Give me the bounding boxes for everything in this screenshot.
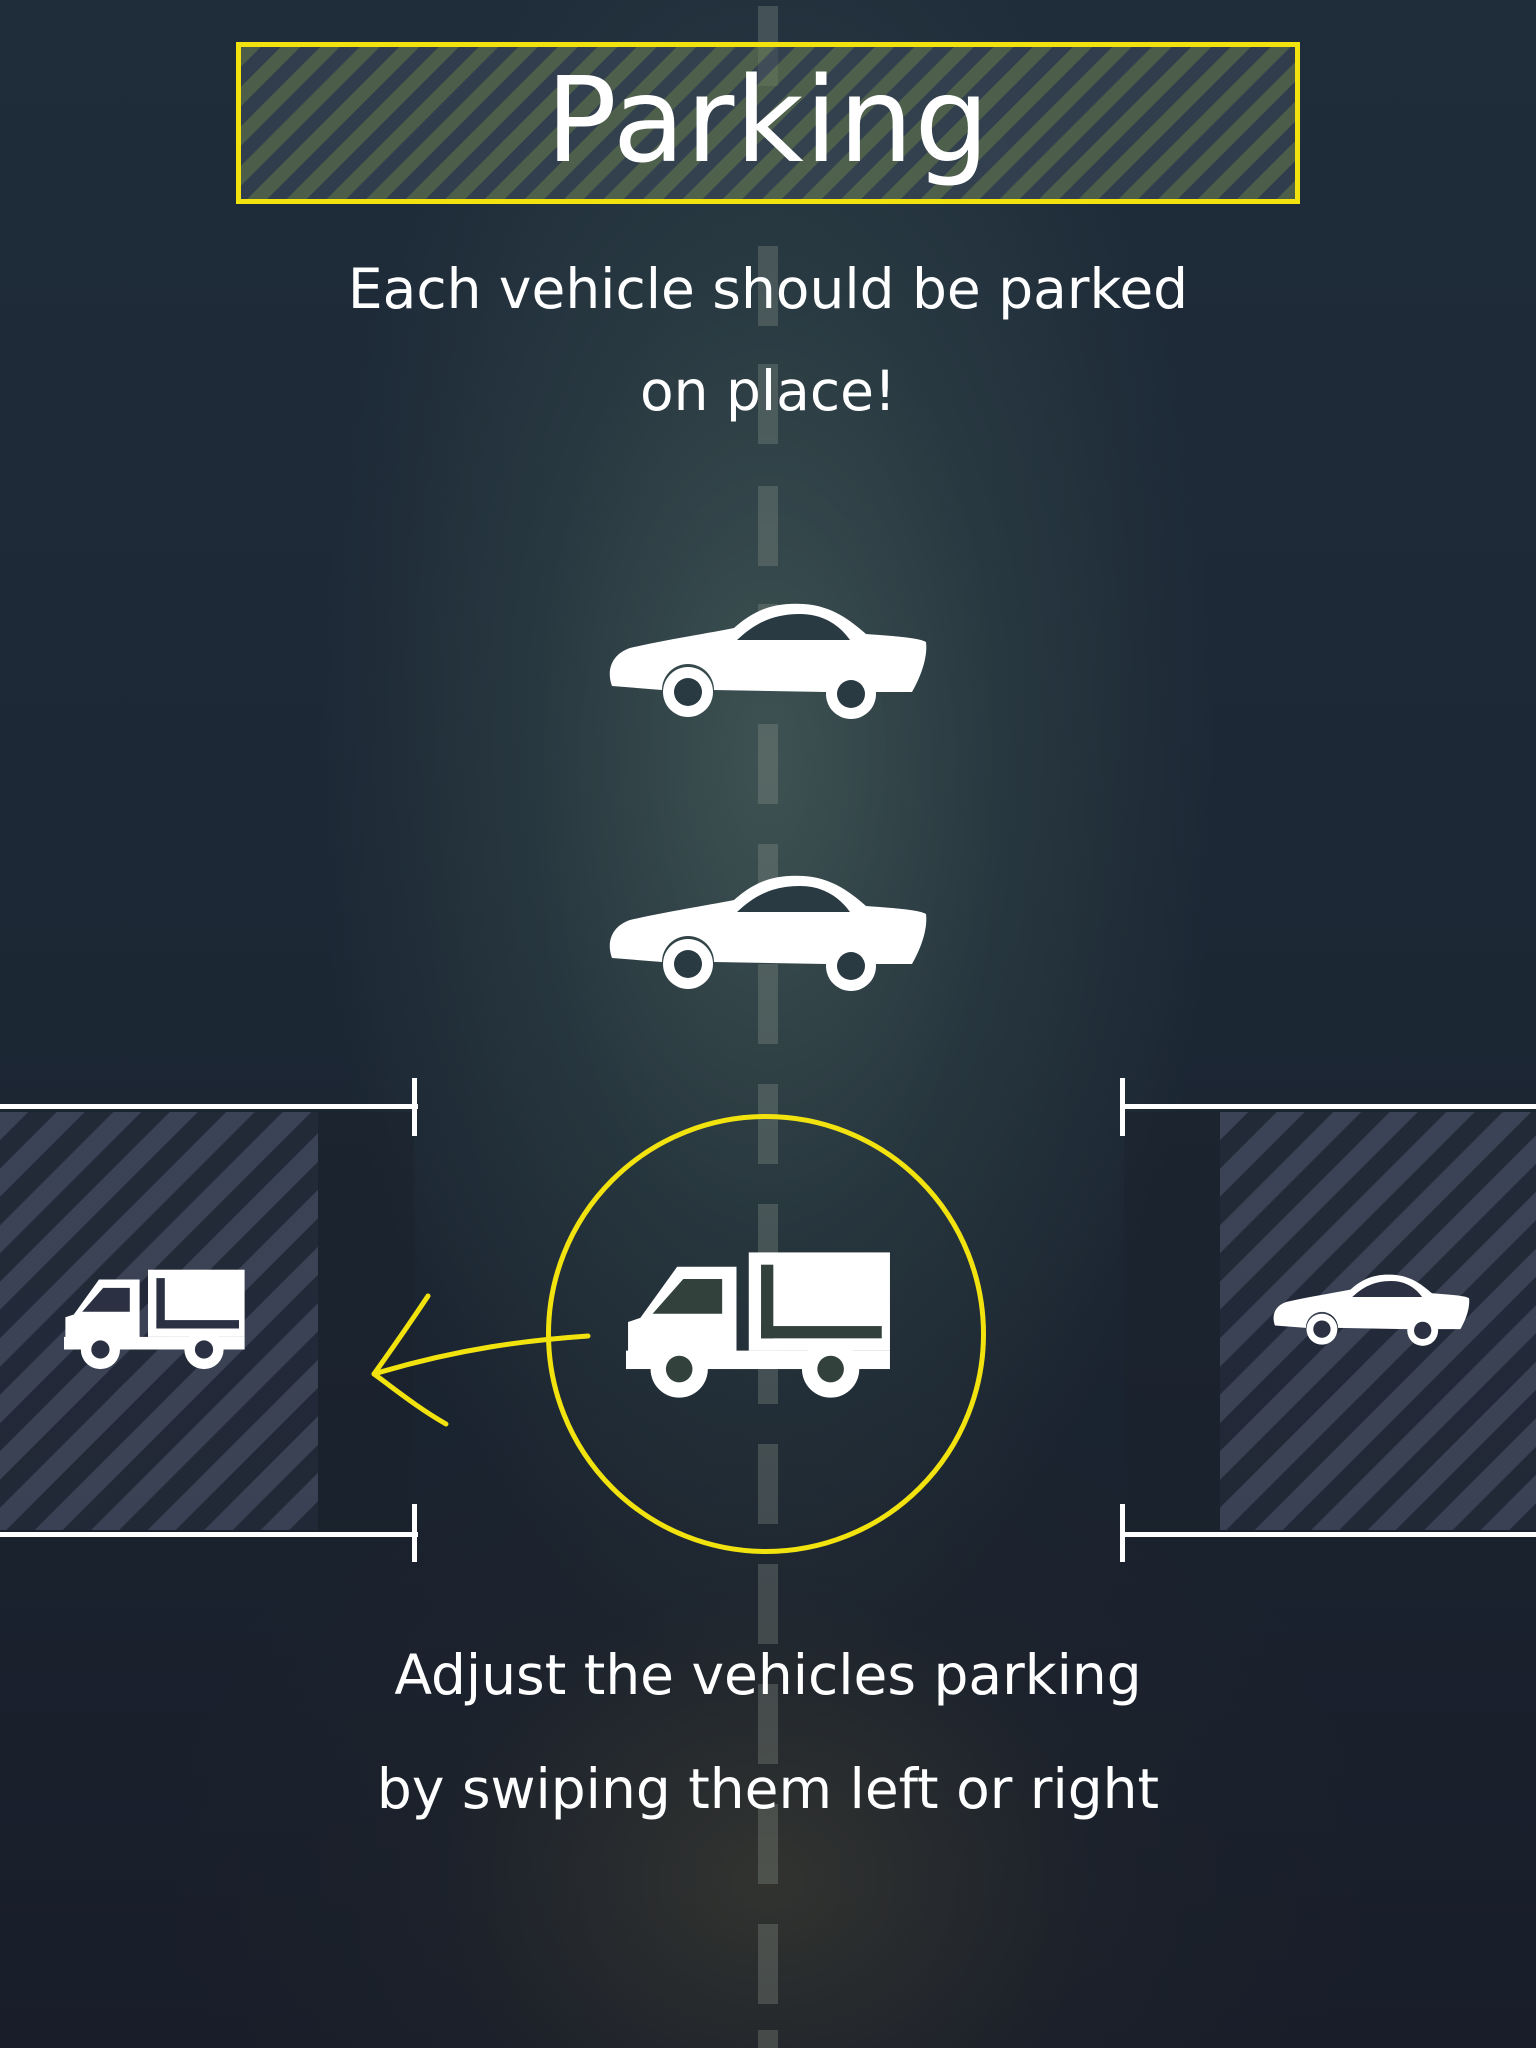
bay-cap [1120,1078,1125,1136]
bay-line-bottom [0,1532,418,1537]
bay-line-top [1122,1104,1536,1109]
bay-line-bottom [1122,1532,1536,1537]
page-title: Parking [545,51,991,189]
lane-dash [758,1924,778,2004]
title-banner: Parking [236,42,1300,204]
lane-dash [758,1684,778,1764]
bay-line-top [0,1104,418,1109]
car-icon[interactable] [604,872,934,994]
swipe-arrow-icon [371,1293,591,1427]
bay-cap [1120,1504,1125,1562]
bay-floor [318,1112,414,1530]
lane-dash [758,1804,778,1884]
subtitle-line-2: on place! [639,359,896,423]
instruction-line-2: by swiping them left or right [376,1757,1160,1821]
instruction-line-1: Adjust the vehicles parking [394,1643,1142,1707]
bay-cap [412,1078,417,1136]
truck-icon[interactable] [626,1244,892,1402]
selection-ring [546,1114,986,1554]
truck-icon[interactable] [64,1264,246,1372]
bay-cap [412,1504,417,1562]
lane-dash [758,724,778,804]
lane-dash [758,2030,778,2048]
lane-dash [758,486,778,566]
lane-dash [758,1564,778,1644]
lane-dash [758,964,778,1044]
lane-dash [758,246,778,326]
lane-dash [758,364,778,444]
subtitle-line-1: Each vehicle should be parked [347,257,1189,321]
car-icon[interactable] [1270,1272,1474,1348]
car-icon[interactable] [604,600,934,722]
bay-floor [1124,1112,1220,1530]
